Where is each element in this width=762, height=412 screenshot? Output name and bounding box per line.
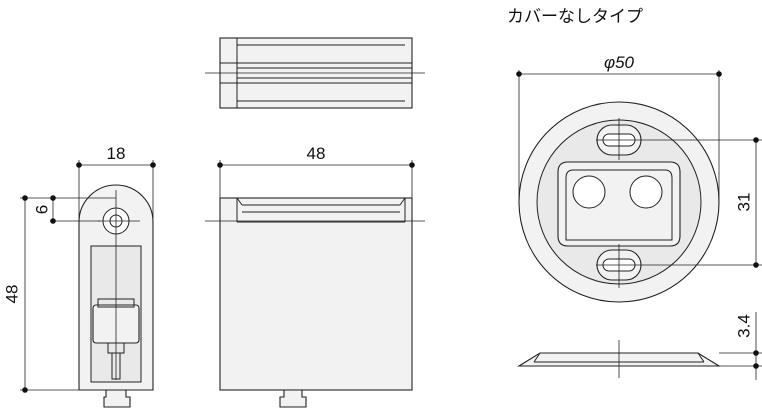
dim-side-width: 18 (107, 144, 126, 163)
front-view-body (219, 197, 413, 391)
dim-round-diameter: φ50 (604, 53, 635, 72)
top-view (205, 37, 425, 109)
round-hole-right (629, 175, 663, 209)
round-hole-left (572, 175, 606, 209)
front-view-foot (279, 389, 307, 408)
dim-slot-spacing: 31 (735, 193, 754, 212)
dim-front-width: 48 (307, 144, 326, 163)
variant-label: カバーなしタイプ (507, 7, 643, 27)
round-view: カバーなしタイプ φ50 31 (507, 7, 762, 380)
side-view: 18 6 48 (3, 144, 156, 408)
dim-side-height: 48 (3, 285, 22, 304)
dim-profile-thickness: 3.4 (735, 314, 754, 338)
round-center-plate (557, 161, 681, 247)
dim-side-hole-offset: 6 (33, 205, 52, 214)
front-view: 48 (205, 144, 425, 408)
side-view-foot (103, 389, 131, 408)
